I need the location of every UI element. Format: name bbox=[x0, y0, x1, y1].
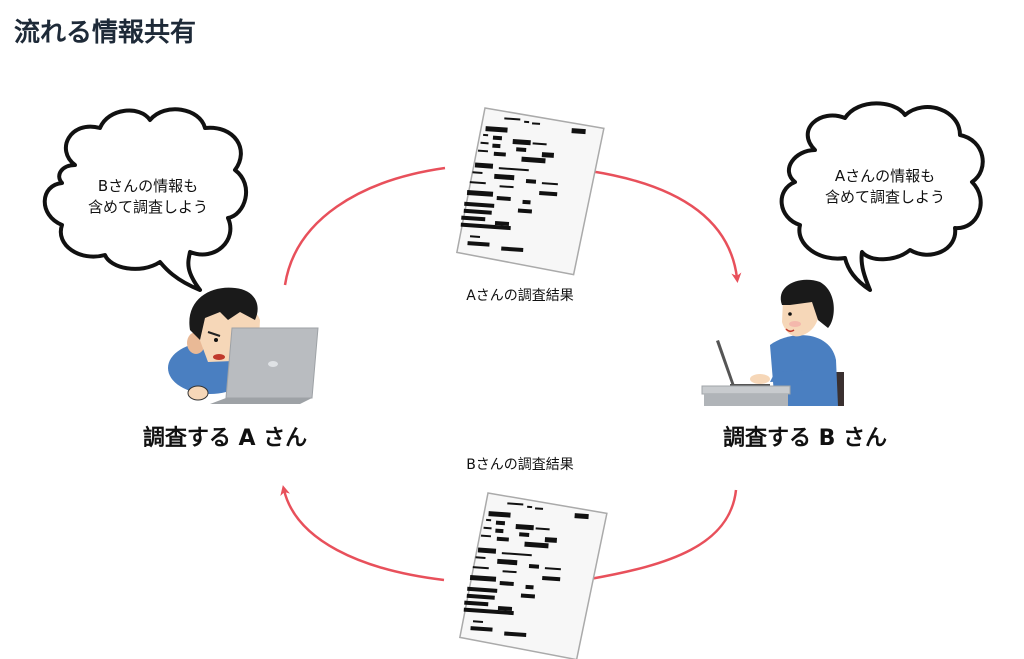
thought-bubble-b bbox=[779, 101, 985, 292]
thought-bubble-b-text: Aさんの情報も 含めて調査しよう bbox=[795, 166, 975, 208]
flow-arrow-top-left-arc bbox=[283, 166, 446, 286]
document-icon bbox=[458, 490, 609, 659]
thought-bubble-a bbox=[42, 107, 248, 292]
thought-a-line1: Bさんの情報も bbox=[97, 177, 199, 195]
thought-a-line2: 含めて調査しよう bbox=[87, 198, 208, 216]
person-b-label: 調査する B さん bbox=[722, 426, 888, 451]
flow-label-top: Aさんの調査結果 bbox=[466, 288, 574, 304]
flow-label-bottom: Bさんの調査結果 bbox=[466, 457, 574, 473]
flow-arrow-bottom-right-arc bbox=[589, 489, 738, 581]
thought-bubble-a-text: Bさんの情報も 含めて調査しよう bbox=[58, 176, 238, 218]
person-a-label: 調査する A さん bbox=[142, 426, 308, 451]
thought-b-line2: 含めて調査しよう bbox=[824, 188, 945, 206]
flow-arrow-bottom-left-arc bbox=[280, 485, 445, 582]
page-title: 流れる情報共有 bbox=[14, 18, 197, 48]
person-a-illustration bbox=[168, 287, 319, 404]
thought-b-line1: Aさんの情報も bbox=[834, 167, 936, 185]
person-b-illustration bbox=[701, 279, 844, 406]
flow-arrow-top-right-arc bbox=[589, 169, 742, 283]
document-icon bbox=[455, 105, 606, 277]
